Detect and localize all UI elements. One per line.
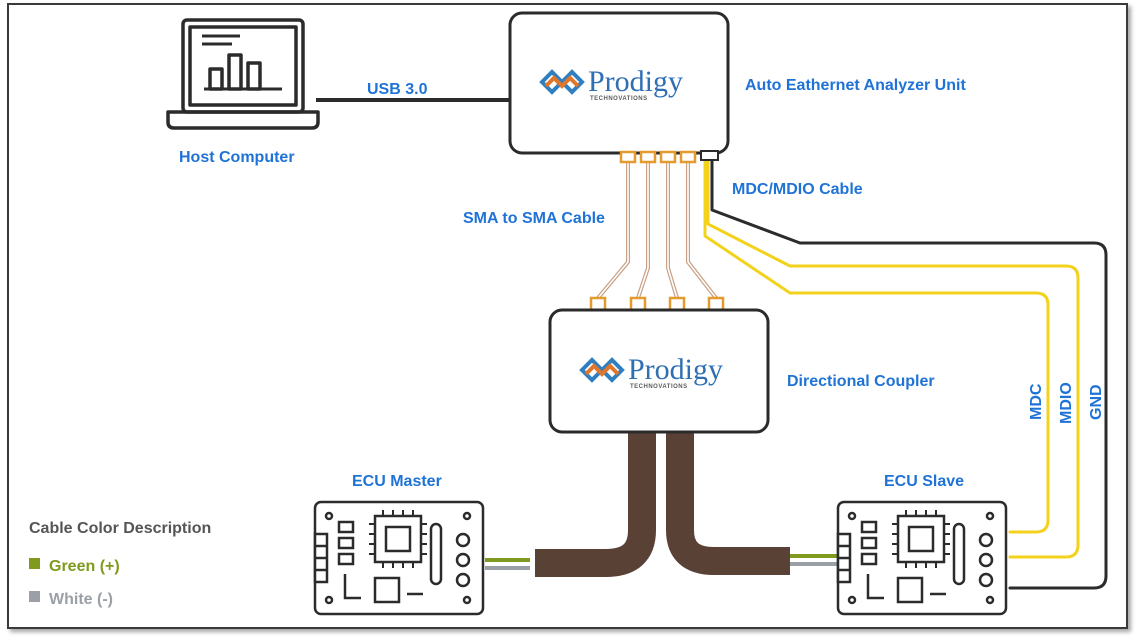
legend-swatch-white <box>29 591 40 602</box>
ecu-master-label: ECU Master <box>352 473 442 490</box>
prodigy-logo: Prodigy TECHNOVATIONS <box>539 65 683 102</box>
mdc-mdio-cables <box>703 156 1108 590</box>
prodigy-logo-name: Prodigy <box>628 353 723 386</box>
usb-label: USB 3.0 <box>367 81 428 98</box>
gnd-label: GND <box>1088 384 1105 420</box>
prodigy-logo-sub: TECHNOVATIONS <box>630 384 688 390</box>
prodigy-logo-name: Prodigy <box>588 65 683 98</box>
mdc-mdio-cable-label: MDC/MDIO Cable <box>732 181 863 198</box>
mdc-cable <box>703 156 1050 534</box>
coupler-label: Directional Coupler <box>787 373 935 390</box>
ecu-master-board <box>313 500 485 616</box>
legend-title: Cable Color Description <box>29 520 211 537</box>
prodigy-logo-icon <box>539 69 585 95</box>
sma-cables <box>596 156 718 300</box>
legend-item-white: White (-) <box>49 591 113 608</box>
prodigy-logo-sub: TECHNOVATIONS <box>590 96 648 102</box>
laptop-icon <box>166 18 320 130</box>
mdio-label: MDIO <box>1058 382 1075 424</box>
directional-coupler: Prodigy TECHNOVATIONS <box>548 296 770 434</box>
mdio-port <box>700 150 719 161</box>
analyzer-unit: Prodigy TECHNOVATIONS <box>508 11 730 164</box>
host-computer-label: Host Computer <box>179 149 295 166</box>
analyzer-label: Auto Eathernet Analyzer Unit <box>745 77 966 94</box>
analyzer-ports <box>619 150 697 164</box>
ecu-slave-board <box>836 500 1008 616</box>
mdc-label: MDC <box>1028 383 1045 420</box>
ecu-slave-label: ECU Slave <box>884 473 964 490</box>
mdio-cable <box>706 156 1080 559</box>
prodigy-logo-icon <box>579 357 625 383</box>
gnd-cable <box>710 156 1108 590</box>
legend-item-green: Green (+) <box>49 558 120 575</box>
ecu-trunk-cables <box>485 432 838 577</box>
cable-color-legend: Cable Color Description Green (+) White … <box>29 520 211 608</box>
prodigy-logo: Prodigy TECHNOVATIONS <box>579 353 723 390</box>
sma-cable-label: SMA to SMA Cable <box>463 210 605 227</box>
legend-swatch-green <box>29 558 40 569</box>
